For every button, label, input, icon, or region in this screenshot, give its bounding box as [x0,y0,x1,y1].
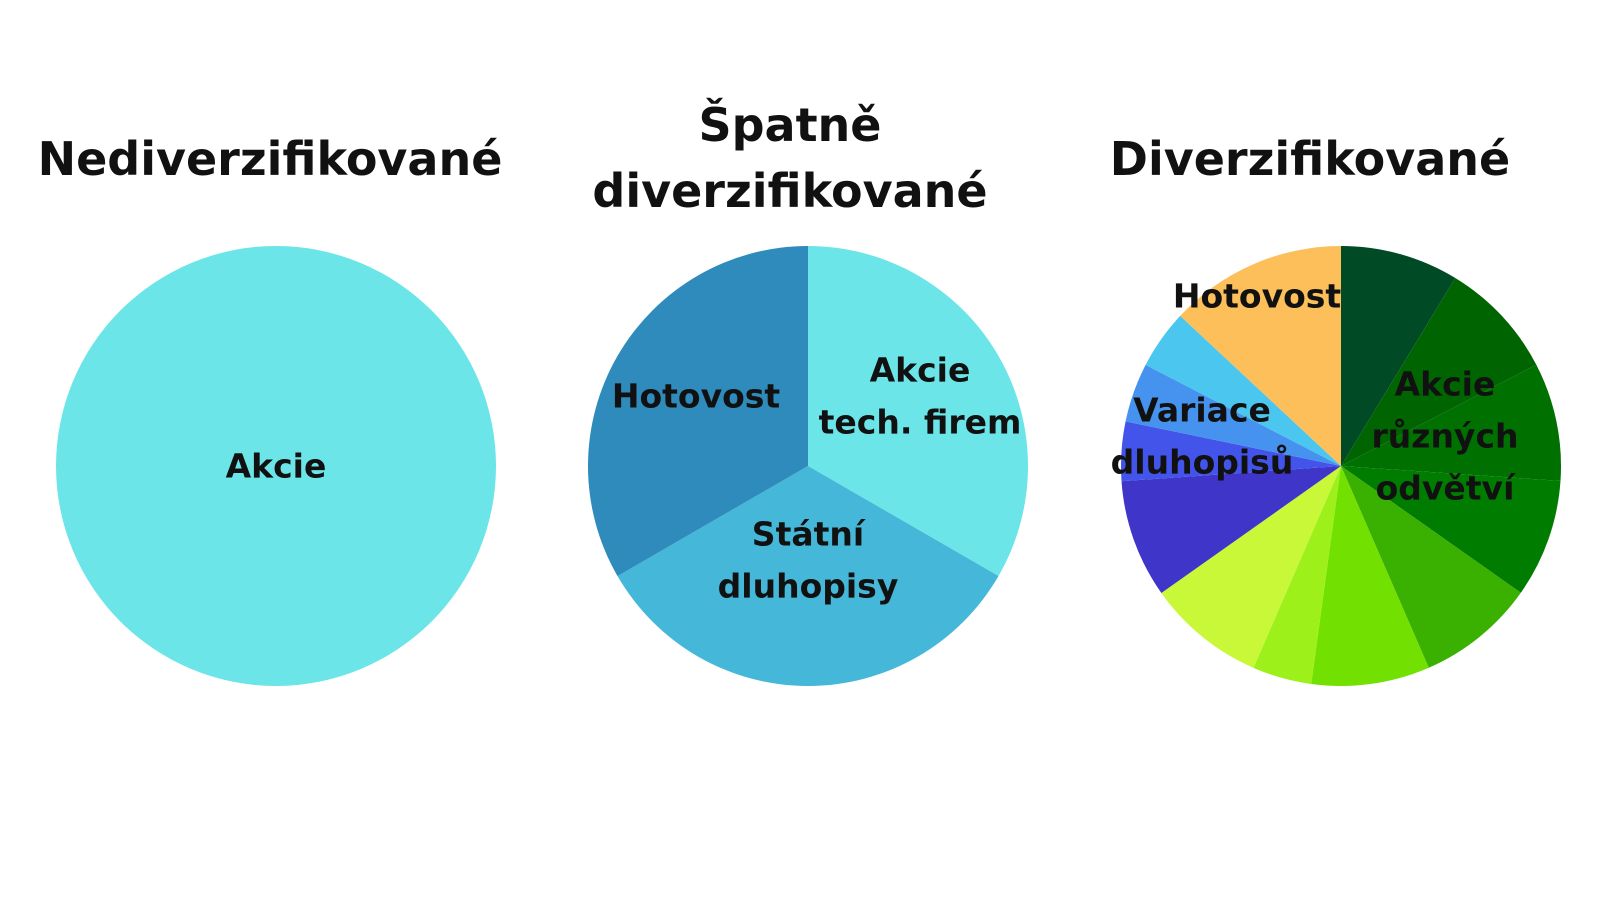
chart-3-label-2-line-1: Variace [1133,391,1271,430]
chart-1-label-1-line-1: Akcie [226,447,327,486]
chart-3-slice-5 [1341,466,1521,668]
chart-2-title: Špatně diverzifikované [530,92,1050,224]
chart-3-slice-4 [1341,466,1561,593]
chart-3-slice-8 [1161,466,1341,668]
chart-2-title-line-1: Špatně [698,98,882,152]
chart-3-slice-9 [1121,466,1341,593]
chart-3-label-2-line-2: dluhopisů [1111,443,1294,482]
chart-2-label-2-line-1: Státní [752,515,866,554]
chart-1-slice-1 [56,246,496,686]
chart-3-slice-1 [1341,246,1456,466]
chart-3-slice-13 [1180,246,1341,466]
chart-2-label-1-line-1: Akcie [870,351,971,390]
chart-2-slice-2 [617,466,999,687]
chart-3-slice-2 [1341,278,1537,466]
chart-2-slice-3 [587,246,808,577]
chart-3-slice-6 [1311,466,1429,687]
chart-3-label-3-line-1: Akcie [1395,365,1496,404]
chart-3-label-1-line-1: Hotovost [1173,277,1342,316]
chart-1-title-text: Nediverzifikované [37,132,503,186]
chart-1-title: Nediverzifikované [10,126,530,192]
chart-3-label-3-line-3: odvětví [1376,469,1516,508]
chart-2-label-3-line-1: Hotovost [612,377,781,416]
chart-2-label-2-line-2: dluhopisy [718,567,899,606]
chart-3-slice-3 [1341,364,1561,481]
chart-3-slice-7 [1253,466,1341,684]
chart-2-slice-1 [808,246,1029,576]
chart-2-label-1-line-2: tech. firem [819,403,1022,442]
chart-3-slice-10 [1121,421,1341,482]
chart-3-title: Diverzifikované [1050,126,1570,192]
chart-3-slice-12 [1145,315,1341,466]
chart-3-title-text: Diverzifikované [1109,132,1511,186]
chart-3-label-3-line-2: různých [1371,417,1518,456]
chart-2-title-line-2: diverzifikované [592,164,988,218]
chart-3-slice-11 [1125,364,1341,466]
